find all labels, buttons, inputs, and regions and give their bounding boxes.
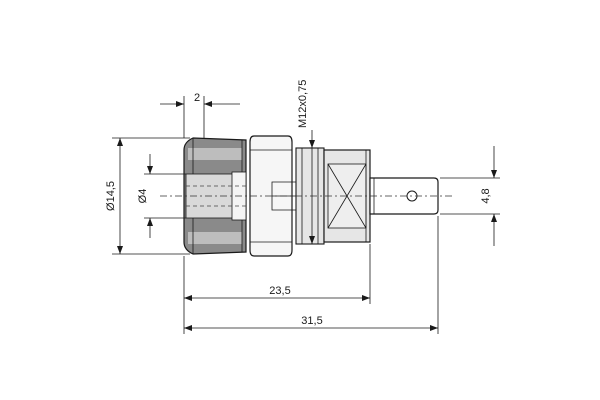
dim-outer-diameter: Ø14,5	[105, 137, 190, 255]
collar-face-band	[188, 148, 242, 160]
collar-face-band-lower	[188, 232, 242, 244]
dim-tab-width: 4,8	[440, 146, 500, 246]
dim-body-length: 23,5	[183, 244, 371, 334]
dim-bore-diameter-label: Ø4	[137, 189, 149, 204]
dim-outer-diameter-label: Ø14,5	[105, 181, 117, 211]
socket-part	[160, 135, 452, 257]
dim-thread-label: M12x0,75	[297, 80, 309, 128]
dim-thread: M12x0,75	[297, 80, 315, 244]
dim-body-length-label: 23,5	[269, 285, 290, 297]
dim-collar-width-label: 2	[194, 92, 200, 104]
dim-overall-length-label: 31,5	[301, 315, 322, 327]
dim-tab-width-label: 4,8	[480, 188, 492, 203]
dim-collar-width: 2	[160, 92, 240, 138]
dim-bore-diameter: Ø4	[137, 154, 186, 238]
dim-overall-length: 31,5	[184, 216, 439, 334]
